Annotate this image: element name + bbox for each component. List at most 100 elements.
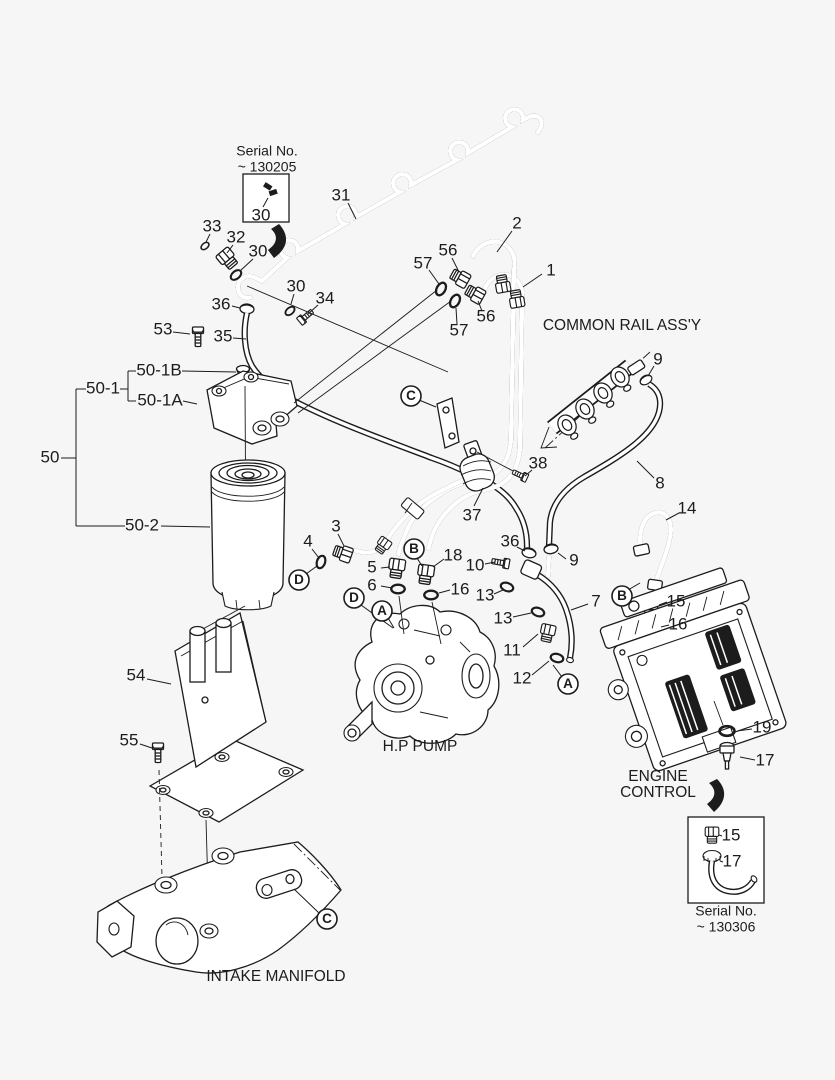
part-number-label: 55 [120, 730, 139, 749]
pipe-14 [638, 510, 673, 583]
view-marker-circle [343, 587, 365, 609]
part-number-label: 4 [303, 531, 312, 550]
washer-16 [423, 589, 439, 601]
part-number-label: 10 [466, 555, 485, 574]
pipe-end-fittings [198, 240, 449, 373]
leader-line [428, 269, 440, 285]
leader-line [455, 307, 458, 325]
leader-line [451, 257, 460, 273]
view-marker-circle [557, 673, 579, 695]
view-marker-letter: D [294, 572, 304, 587]
part-number-label: 38 [529, 453, 548, 472]
leader-line [337, 533, 345, 547]
leader-line [232, 337, 247, 340]
intake-manifold-label: INTAKE MANIFOLD [206, 968, 345, 985]
leader-line [473, 487, 484, 507]
leader-line [226, 244, 234, 254]
serial-box-130306 [687, 816, 765, 904]
bolt-53 [191, 326, 205, 348]
serial-note-130205: Serial No. [236, 143, 297, 159]
leader-line [380, 566, 391, 569]
return-tee-cluster [490, 541, 566, 665]
view-marker-circle [400, 385, 422, 407]
part-number-label: 2 [512, 213, 521, 232]
washer-12 [548, 651, 566, 665]
leader-line [493, 589, 504, 595]
leader-line [172, 331, 191, 335]
common-rail-assy [540, 351, 655, 449]
group-label: 50-1A [137, 390, 183, 409]
leader-line [293, 888, 320, 914]
leader-line [477, 300, 483, 312]
part-number-label: 9 [653, 349, 662, 368]
leader-line [205, 233, 211, 243]
part-number-label: 19 [753, 717, 772, 736]
part-number-label: 57 [414, 253, 433, 272]
part-number-label: 14 [678, 498, 697, 517]
serial-box-130205 [242, 173, 290, 258]
leader-line [432, 558, 445, 568]
part-number-label: 32 [227, 227, 246, 246]
part-number-label: 56 [439, 240, 458, 259]
part-number-label: 13 [476, 585, 495, 604]
feed-tube-3 [351, 475, 469, 555]
part-number-label: 36 [501, 531, 520, 550]
part-number-label: 33 [203, 216, 222, 235]
washer-57 [432, 279, 450, 299]
leader-line [387, 617, 395, 629]
grommet-36 [238, 302, 256, 315]
leader-line [239, 258, 254, 272]
hp-pump [343, 604, 500, 744]
leader-line [557, 552, 567, 560]
hose-clamp-9 [542, 541, 560, 556]
pump-fittings [313, 535, 442, 645]
part-number-label: 36 [212, 294, 231, 313]
leader-line [305, 565, 318, 575]
view-marker-circle [288, 569, 310, 591]
leader-line [665, 512, 680, 521]
leader-line [647, 365, 655, 377]
hose-17 [709, 860, 755, 894]
fitting-32 [214, 245, 241, 272]
part-number-label: 30 [252, 205, 271, 224]
leader-line [719, 860, 724, 863]
part-number-label: 16 [669, 614, 688, 633]
group-label: 50-1B [136, 360, 181, 379]
part-number-label: 15 [722, 825, 741, 844]
part-number-label: 17 [723, 851, 742, 870]
view-marker-letter: B [409, 541, 419, 556]
washer-13 [529, 605, 547, 619]
view-marker-letter: C [322, 911, 332, 926]
hose-clamp-36 [520, 545, 538, 560]
part-number-label: 16 [451, 579, 470, 598]
filter-cartridge-50-2 [210, 459, 286, 611]
washer-57 [446, 291, 464, 311]
bolt-55 [151, 742, 165, 764]
view-marker-letter: A [563, 676, 573, 691]
part-number-label: 54 [127, 665, 146, 684]
hose-8 [547, 382, 662, 547]
leader-line [552, 664, 563, 678]
washer-13 [498, 580, 516, 594]
leader-line [736, 728, 753, 732]
part-number-label: 15 [667, 591, 686, 610]
leak-off-pipe-31 [235, 107, 544, 301]
common-rail-label: COMMON RAIL ASS'Y [543, 317, 701, 334]
leader-line [522, 633, 539, 648]
part-number-label: 34 [316, 288, 335, 307]
group-label: 50-2 [125, 515, 159, 534]
banjo-bolt-56 [447, 266, 473, 290]
serial-note-130306: ~ 130306 [697, 919, 756, 935]
leader-line [311, 548, 320, 559]
hp-pump-label: H.P PUMP [383, 738, 458, 755]
valve-11 [538, 622, 557, 644]
part-number-label: 11 [503, 640, 521, 659]
part-number-label: 6 [367, 575, 376, 594]
clamp-bracket [436, 397, 530, 492]
leader-line [484, 561, 496, 565]
washer-33 [198, 240, 212, 252]
view-marker-circle [316, 908, 338, 930]
reference-arrow [707, 779, 725, 812]
leader-line [347, 202, 357, 220]
washer-6 [390, 583, 406, 595]
